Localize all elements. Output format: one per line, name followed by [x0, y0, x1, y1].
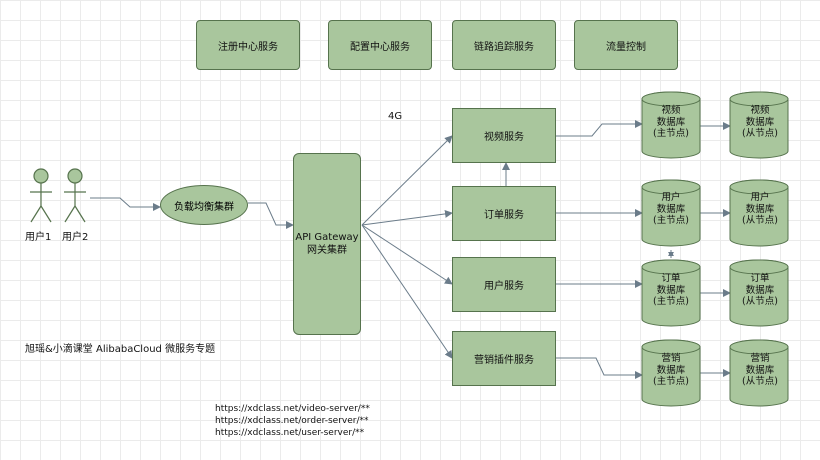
- video-db-replica-label: 视频 数据库 (从节点): [742, 105, 778, 139]
- edge-video-to-db: [556, 120, 643, 137]
- edge-gw-to-marketing: [361, 224, 453, 359]
- gateway-title: API Gateway: [295, 232, 359, 243]
- user2-actor-icon: [64, 168, 86, 223]
- flow-control-label: 流量控制: [606, 41, 646, 53]
- order-service-node[interactable]: 订单服务: [452, 186, 556, 241]
- api-gateway-node[interactable]: API Gateway 网关集群: [293, 153, 361, 335]
- marketing-service-node[interactable]: 营销插件服务: [452, 331, 556, 386]
- bandwidth-label: 4G: [388, 111, 403, 122]
- order-db-replica-label: 订单 数据库 (从节点): [742, 273, 778, 307]
- user-service-node[interactable]: 用户服务: [452, 257, 556, 312]
- database-primary-icon: [641, 179, 701, 247]
- gateway-route-urls: https://xdclass.net/video-server/** http…: [215, 404, 370, 438]
- registry-service-label: 注册中心服务: [218, 41, 278, 53]
- user-db-replica-label: 用户 数据库 (从节点): [742, 192, 778, 226]
- order-service-label: 订单服务: [484, 210, 524, 221]
- config-service-label: 配置中心服务: [350, 41, 410, 53]
- marketing-db-replica-label: 营销 数据库 (从节点): [742, 353, 778, 387]
- database-replica-icon: [729, 179, 789, 247]
- edge-gw-to-order: [361, 209, 453, 226]
- video-db-primary-label: 视频 数据库 (主节点): [653, 105, 689, 139]
- user-service-label: 用户服务: [484, 281, 524, 292]
- database-replica-icon: [729, 91, 789, 159]
- database-primary-icon: [641, 259, 701, 327]
- database-primary-icon: [641, 339, 701, 407]
- load-balancer-label: 负载均衡集群: [174, 201, 234, 213]
- video-service-node[interactable]: 视频服务: [452, 108, 556, 163]
- edge-gw-to-video: [361, 135, 453, 226]
- database-replica-icon: [729, 339, 789, 407]
- load-balancer-node[interactable]: 负载均衡集群: [160, 185, 248, 225]
- database-replica-icon: [729, 259, 789, 327]
- edge-lb-to-gateway: [248, 202, 294, 229]
- edge-gw-to-user: [361, 224, 453, 285]
- registry-service-box[interactable]: 注册中心服务: [196, 20, 300, 70]
- course-watermark: 旭瑶&小滴课堂 AlibabaCloud 微服务专题: [25, 344, 216, 355]
- marketing-service-label: 营销插件服务: [474, 355, 534, 366]
- user-db-primary-label: 用户 数据库 (主节点): [653, 192, 689, 226]
- marketing-db-primary-label: 营销 数据库 (主节点): [653, 353, 689, 387]
- tracing-service-box[interactable]: 链路追踪服务: [452, 20, 556, 70]
- gateway-subtitle: 网关集群: [307, 245, 347, 256]
- video-service-label: 视频服务: [484, 132, 524, 143]
- tracing-service-label: 链路追踪服务: [474, 41, 534, 53]
- user2-label: 用户2: [62, 232, 89, 243]
- user1-label: 用户1: [25, 232, 52, 243]
- database-primary-icon: [641, 91, 701, 159]
- user1-actor-icon: [30, 168, 52, 223]
- config-service-box[interactable]: 配置中心服务: [328, 20, 432, 70]
- flow-control-box[interactable]: 流量控制: [574, 20, 678, 70]
- edge-marketing-to-db: [556, 357, 643, 379]
- edge-users-to-lb: [90, 197, 161, 211]
- order-db-primary-label: 订单 数据库 (主节点): [653, 273, 689, 307]
